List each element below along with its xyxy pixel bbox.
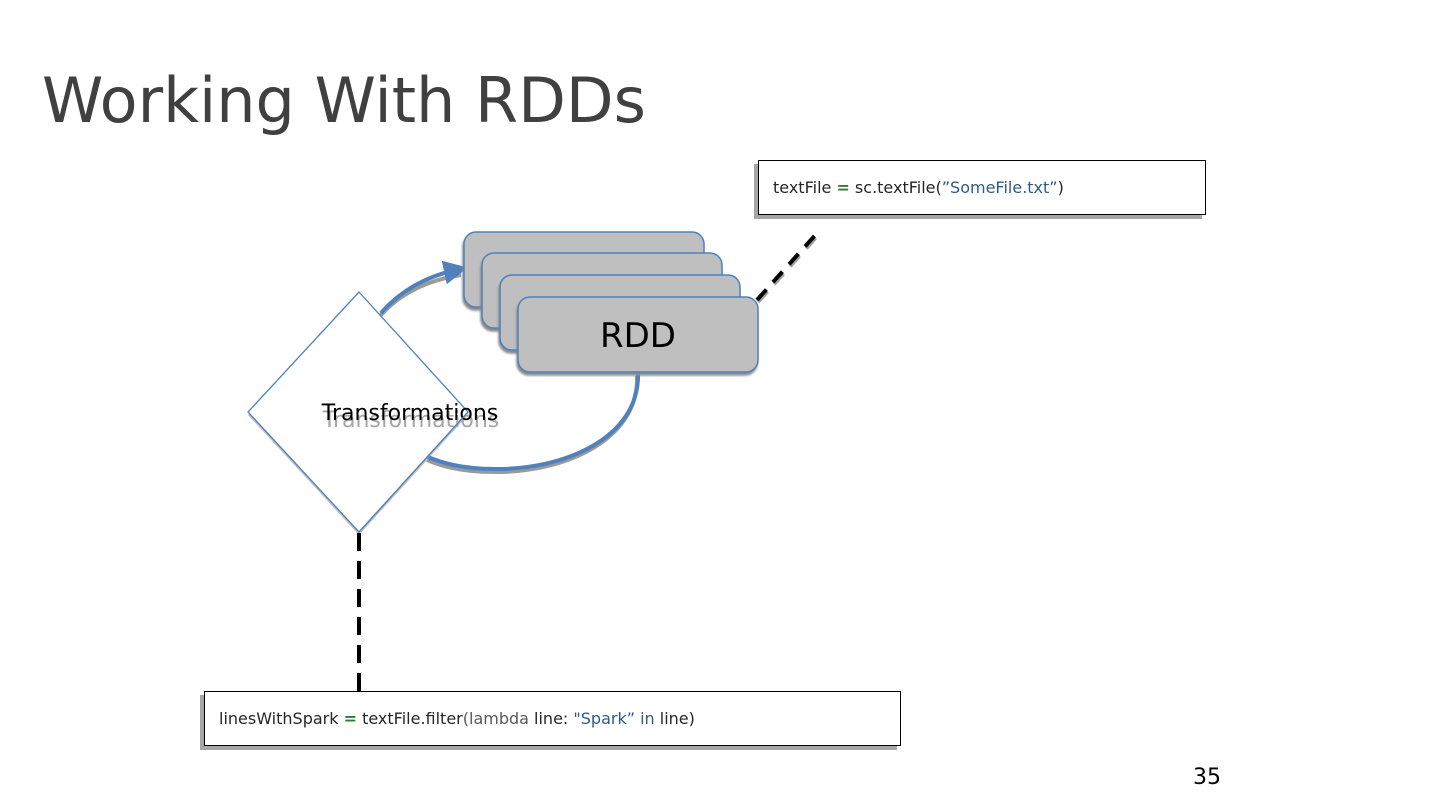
code-token: textFile.filter — [357, 709, 463, 728]
code-token: linesWithSpark — [219, 709, 344, 728]
slide-title: Working With RDDs — [42, 64, 646, 137]
diamond-edge-overlay — [358, 411, 469, 533]
code-token: ”SomeFile.txt” — [941, 178, 1058, 197]
connector-rdd-to-textfile-shadow — [756, 232, 821, 304]
rdd-label: RDD — [600, 316, 676, 356]
code-snippet-textfile: textFile = sc.textFile( ”SomeFile.txt” ) — [758, 160, 1206, 215]
code-token: in — [635, 709, 655, 728]
code-token: ) — [1057, 178, 1064, 197]
code-token: = — [343, 709, 357, 728]
cycle-arrow-top — [379, 260, 468, 315]
transformations-diamond: Transformations Transformations — [247, 291, 500, 535]
transformations-label: Transformations — [321, 401, 499, 426]
cycle-arrow-bottom — [427, 372, 641, 472]
connector-rdd-to-textfile — [755, 230, 820, 302]
page-number: 35 — [1193, 765, 1221, 790]
code-token: = — [836, 178, 850, 197]
code-token: line: — [528, 709, 574, 728]
rdd-stack: RDD — [463, 231, 759, 373]
code-token: (lambda — [462, 709, 529, 728]
code-token: "Spark” — [573, 709, 635, 728]
code-token: sc.textFile( — [849, 178, 942, 197]
rdd-card-1 — [517, 296, 759, 373]
transformations-label-shadow: Transformations — [322, 408, 500, 433]
code-token: line) — [654, 709, 695, 728]
code-token: textFile — [773, 178, 837, 197]
code-snippet-filter: linesWithSpark = textFile.filter (lambda… — [204, 691, 901, 746]
